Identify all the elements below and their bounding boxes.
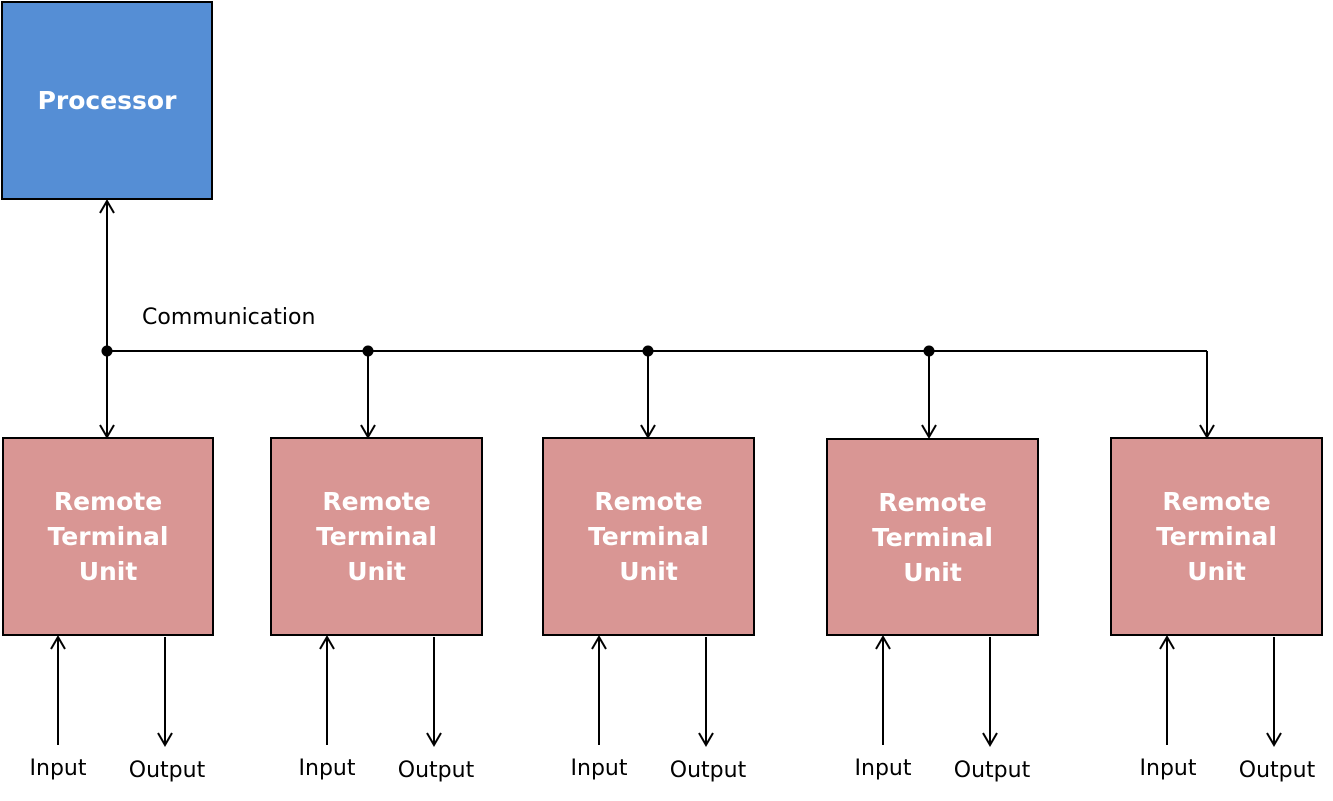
input-label: Input xyxy=(298,756,356,781)
rtu-label: Remote Terminal Unit xyxy=(588,487,709,586)
output-label: Output xyxy=(397,758,475,783)
rtu-label: Remote Terminal Unit xyxy=(1156,487,1277,586)
rtu-box-4: Remote Terminal Unit xyxy=(826,438,1039,636)
input-label: Input xyxy=(1139,756,1197,781)
output-label: Output xyxy=(1238,758,1316,783)
bus-junction-dot xyxy=(923,345,935,357)
rtu-label: Remote Terminal Unit xyxy=(47,487,169,586)
output-label: Output xyxy=(128,758,206,783)
rtu-label: Remote Terminal Unit xyxy=(872,487,993,587)
output-label: Output xyxy=(669,758,747,783)
rtu-box-2: Remote Terminal Unit xyxy=(270,437,483,636)
communication-label: Communication xyxy=(142,305,316,330)
input-label: Input xyxy=(570,756,628,781)
output-label: Output xyxy=(953,758,1031,783)
input-label: Input xyxy=(29,756,87,781)
rtu-box-1: Remote Terminal Unit xyxy=(2,437,214,636)
rtu-label: Remote Terminal Unit xyxy=(316,487,437,586)
processor-box: Processor xyxy=(1,1,213,200)
processor-label: Processor xyxy=(37,86,177,115)
bus-junction-dot xyxy=(362,345,374,357)
rtu-box-5: Remote Terminal Unit xyxy=(1110,437,1323,636)
bus-junction-dot xyxy=(101,345,113,357)
input-label: Input xyxy=(854,756,912,781)
bus-junction-dot xyxy=(642,345,654,357)
rtu-box-3: Remote Terminal Unit xyxy=(542,437,755,636)
